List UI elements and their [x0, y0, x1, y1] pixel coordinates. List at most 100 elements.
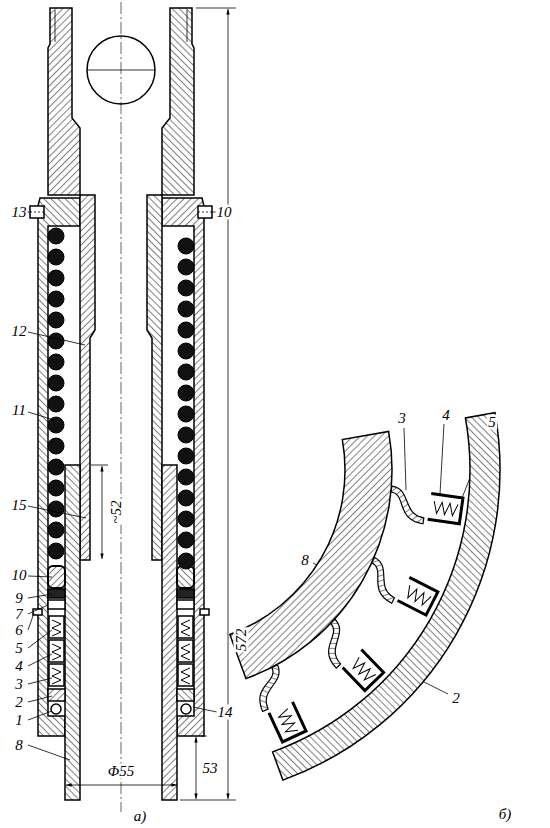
- bracket: [269, 702, 306, 742]
- leader-line: [440, 424, 444, 494]
- dimension: [228, 9, 229, 799]
- dimension: [180, 8, 236, 800]
- spring-unit: [360, 557, 439, 619]
- callout-number: ~52: [109, 499, 124, 524]
- coil-spring: [178, 343, 194, 359]
- screw-line: [30, 212, 44, 213]
- coil-spring: [48, 459, 64, 475]
- bracket: [428, 494, 463, 524]
- callout-number: 5: [487, 415, 497, 430]
- coil-spring: [178, 553, 194, 569]
- coil-spring: [178, 427, 194, 443]
- link-plate: [387, 486, 427, 524]
- leader-line: [28, 594, 52, 598]
- coil-spring: [178, 280, 194, 296]
- coil-spring: [48, 438, 64, 454]
- spring-detail: [230, 413, 500, 780]
- bracket: [398, 577, 438, 615]
- seal-cell: [49, 616, 64, 638]
- callout-number: 572: [234, 628, 249, 653]
- coil-spring: [178, 364, 194, 380]
- small-spring: [350, 657, 375, 683]
- callout-number: 4: [441, 408, 451, 423]
- seal-cell: [49, 640, 64, 662]
- bracket: [343, 649, 384, 690]
- ring: [48, 600, 65, 609]
- coil-spring: [48, 543, 64, 559]
- coil-spring: [48, 333, 64, 349]
- dimension: [102, 466, 103, 559]
- coil-spring: [48, 354, 64, 370]
- callout-number: 3: [397, 411, 407, 426]
- coil-spring: [48, 249, 64, 265]
- ring: [48, 689, 65, 701]
- coil-spring: [178, 385, 194, 401]
- leader-line: [28, 506, 86, 518]
- dimension: [91, 465, 108, 466]
- callout-number: 13: [11, 205, 28, 220]
- coil-spring: [178, 259, 194, 275]
- dimension: [66, 8, 236, 800]
- thread-line: [55, 10, 56, 42]
- coil-spring: [178, 511, 194, 527]
- callout-number: Φ55: [107, 764, 135, 779]
- callout-number: 14: [217, 705, 234, 720]
- callout-number: 11: [11, 403, 27, 418]
- coil-spring: [48, 228, 194, 569]
- coil-spring: [178, 406, 194, 422]
- callout-number: 6: [14, 623, 24, 638]
- spring-unit: [311, 619, 385, 694]
- callout-number: 2: [451, 691, 461, 706]
- coil-spring: [48, 501, 64, 517]
- small-spring: [277, 709, 298, 736]
- callout-number: б): [498, 807, 513, 822]
- screw: [30, 206, 44, 218]
- callout-number: 8: [300, 553, 310, 568]
- washer: [48, 589, 65, 598]
- coil-spring: [178, 469, 194, 485]
- callout-number: 5: [14, 641, 24, 656]
- leader-line: [193, 707, 217, 712]
- leader-line: [28, 576, 52, 577]
- coil-spring: [48, 522, 64, 538]
- link-plate: [360, 557, 407, 603]
- stem-wall: [80, 195, 95, 560]
- link-plate: [248, 665, 293, 712]
- coil-spring: [48, 480, 64, 496]
- coil-spring: [48, 312, 64, 328]
- coil-spring: [178, 238, 194, 254]
- callout-number: 53: [202, 761, 219, 776]
- leader-line: [28, 654, 52, 666]
- coil-spring: [178, 322, 194, 338]
- axis-line: [121, 2, 122, 812]
- seal-spring: [52, 620, 61, 684]
- callout-number: 2: [14, 695, 24, 710]
- coil-spring: [178, 301, 194, 317]
- leader-line: [28, 613, 34, 630]
- leader-line: [28, 332, 85, 345]
- dimension: [66, 785, 177, 786]
- leader-line: [27, 212, 31, 213]
- callout-number: 4: [14, 659, 24, 674]
- leader-line: [28, 605, 48, 614]
- callout-number: 8: [14, 738, 24, 753]
- coil-spring: [178, 490, 194, 506]
- leader-line: [28, 745, 70, 760]
- section-half-mirror: [147, 8, 212, 800]
- leader-line: [28, 630, 52, 648]
- callout-number: 10: [216, 205, 233, 220]
- small-spring: [404, 585, 431, 607]
- spring-unit: [387, 486, 463, 529]
- callout-number: 3: [14, 677, 24, 692]
- coil-spring: [48, 228, 64, 244]
- callout-number: 9: [14, 591, 24, 606]
- dimension: [196, 737, 197, 799]
- callout-number: 12: [11, 324, 28, 339]
- leader-line: [28, 412, 54, 420]
- coil-spring: [178, 448, 194, 464]
- small-spring: [433, 501, 458, 516]
- inner-tube-section: [230, 431, 392, 678]
- leader-line: [28, 696, 52, 702]
- leader-line: [404, 428, 406, 490]
